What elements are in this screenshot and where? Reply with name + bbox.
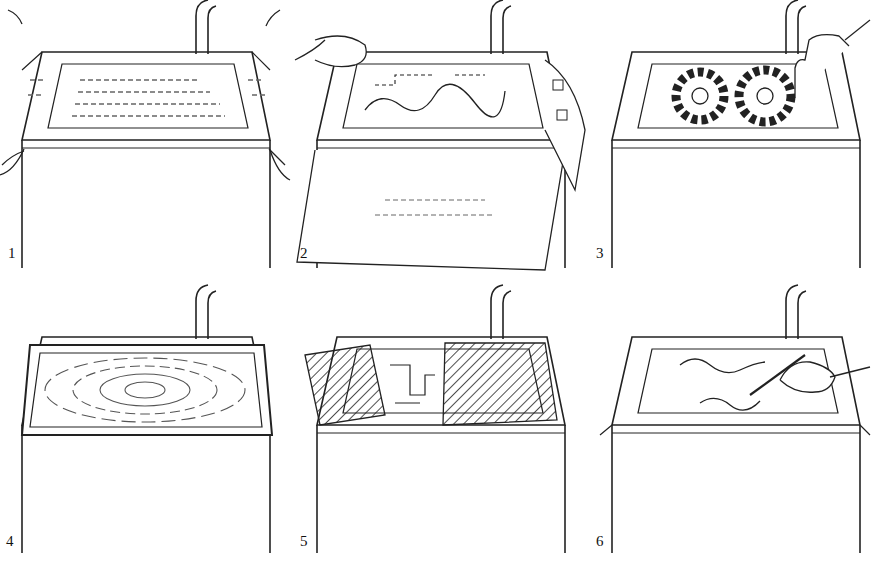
step-number: 5 [300,534,308,549]
step-4-drawing [22,285,272,553]
step-number: 1 [8,246,16,261]
step-1-drawing [0,0,290,268]
step-number: 3 [596,246,604,261]
step-2-drawing [295,0,585,270]
step-number: 2 [300,246,308,261]
step-3-drawing [612,0,870,268]
step-number: 4 [6,534,14,549]
step-5-drawing [305,285,565,553]
step-number: 6 [596,534,604,549]
step-6-drawing [600,285,870,553]
